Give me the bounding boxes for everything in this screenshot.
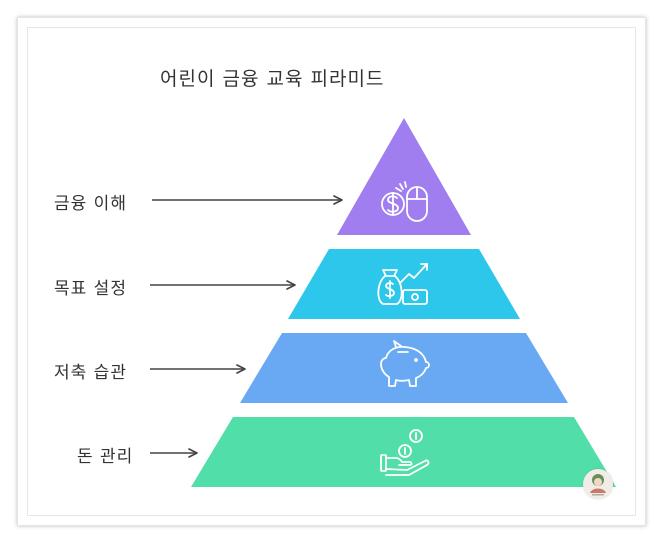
pyramid-tier-3: [240, 333, 568, 403]
level-label-2: 목표 설정: [54, 279, 127, 299]
pyramid-tier-2: [288, 249, 520, 319]
money-bag-growth-icon: [377, 263, 428, 305]
diagram-panel: [27, 27, 636, 516]
piggy-bank-icon: [380, 340, 430, 387]
level-label-3: 저축 습관: [54, 363, 127, 383]
pyramid-tier-4: [191, 417, 616, 487]
level-label-4: 돈 관리: [77, 447, 134, 467]
hand-coins-icon: [380, 429, 430, 476]
pyramid-tier-1: [337, 118, 471, 235]
diagram-title: 어린이 금융 교육 피라미드: [160, 68, 385, 90]
watermark-avatar: [583, 469, 613, 499]
coin-mouse-icon: [381, 181, 428, 222]
character-avatar-icon: [590, 474, 606, 496]
level-label-1: 금융 이해: [54, 194, 127, 214]
